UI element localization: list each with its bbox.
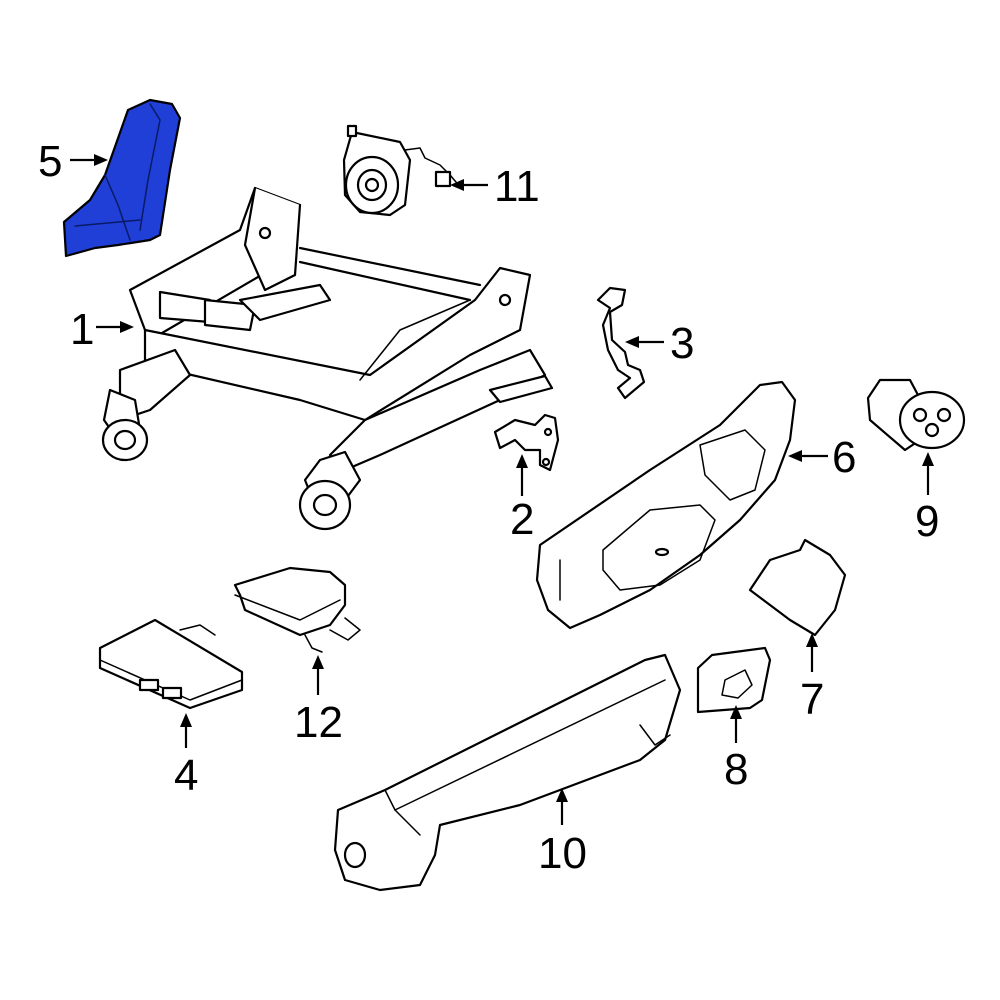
leaders <box>70 154 934 825</box>
part-2-bracket[interactable] <box>493 413 560 472</box>
callout-labels: 5 1 11 3 2 6 9 7 8 4 12 10 <box>38 137 939 878</box>
part-5-shape <box>62 98 182 258</box>
part-1-seat-frame[interactable] <box>101 186 554 531</box>
callout-4: 4 <box>174 751 198 800</box>
part-8-switch[interactable] <box>696 646 772 714</box>
part-5-side-cover[interactable] <box>62 98 182 258</box>
callout-7: 7 <box>800 675 824 724</box>
callout-12: 12 <box>294 698 343 747</box>
part-11-motor[interactable] <box>342 124 457 217</box>
callout-10: 10 <box>538 829 587 878</box>
part-6-side-shield[interactable] <box>535 380 797 630</box>
callout-9: 9 <box>915 497 939 546</box>
callout-5: 5 <box>38 137 62 186</box>
callout-8: 8 <box>724 745 748 794</box>
part-4-control-unit[interactable] <box>98 618 244 710</box>
callout-3: 3 <box>670 319 694 368</box>
callout-11: 11 <box>494 162 540 211</box>
callout-1: 1 <box>70 305 94 354</box>
part-3-bracket[interactable] <box>596 286 646 400</box>
part-10-track-cover[interactable] <box>333 653 682 892</box>
part-12-module[interactable] <box>233 566 361 653</box>
part-9-knob[interactable] <box>866 378 966 452</box>
part-7-trim-panel[interactable] <box>748 538 847 637</box>
callout-2: 2 <box>510 495 534 544</box>
callout-6: 6 <box>832 433 856 482</box>
